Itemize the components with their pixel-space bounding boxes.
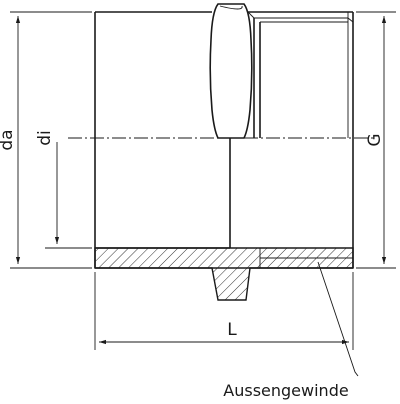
- l-label: L: [227, 320, 237, 340]
- part-outline: [94, 11, 354, 269]
- sectioned-wall: [94, 247, 354, 301]
- thread-leader-line: [317, 261, 359, 377]
- extension-lines: [10, 11, 396, 350]
- sealing-ring: [209, 3, 253, 139]
- di-label: di: [35, 130, 55, 146]
- thread-callout-label: Aussengewinde: [223, 381, 348, 400]
- g-label: G: [365, 133, 385, 146]
- da-label: da: [0, 129, 17, 150]
